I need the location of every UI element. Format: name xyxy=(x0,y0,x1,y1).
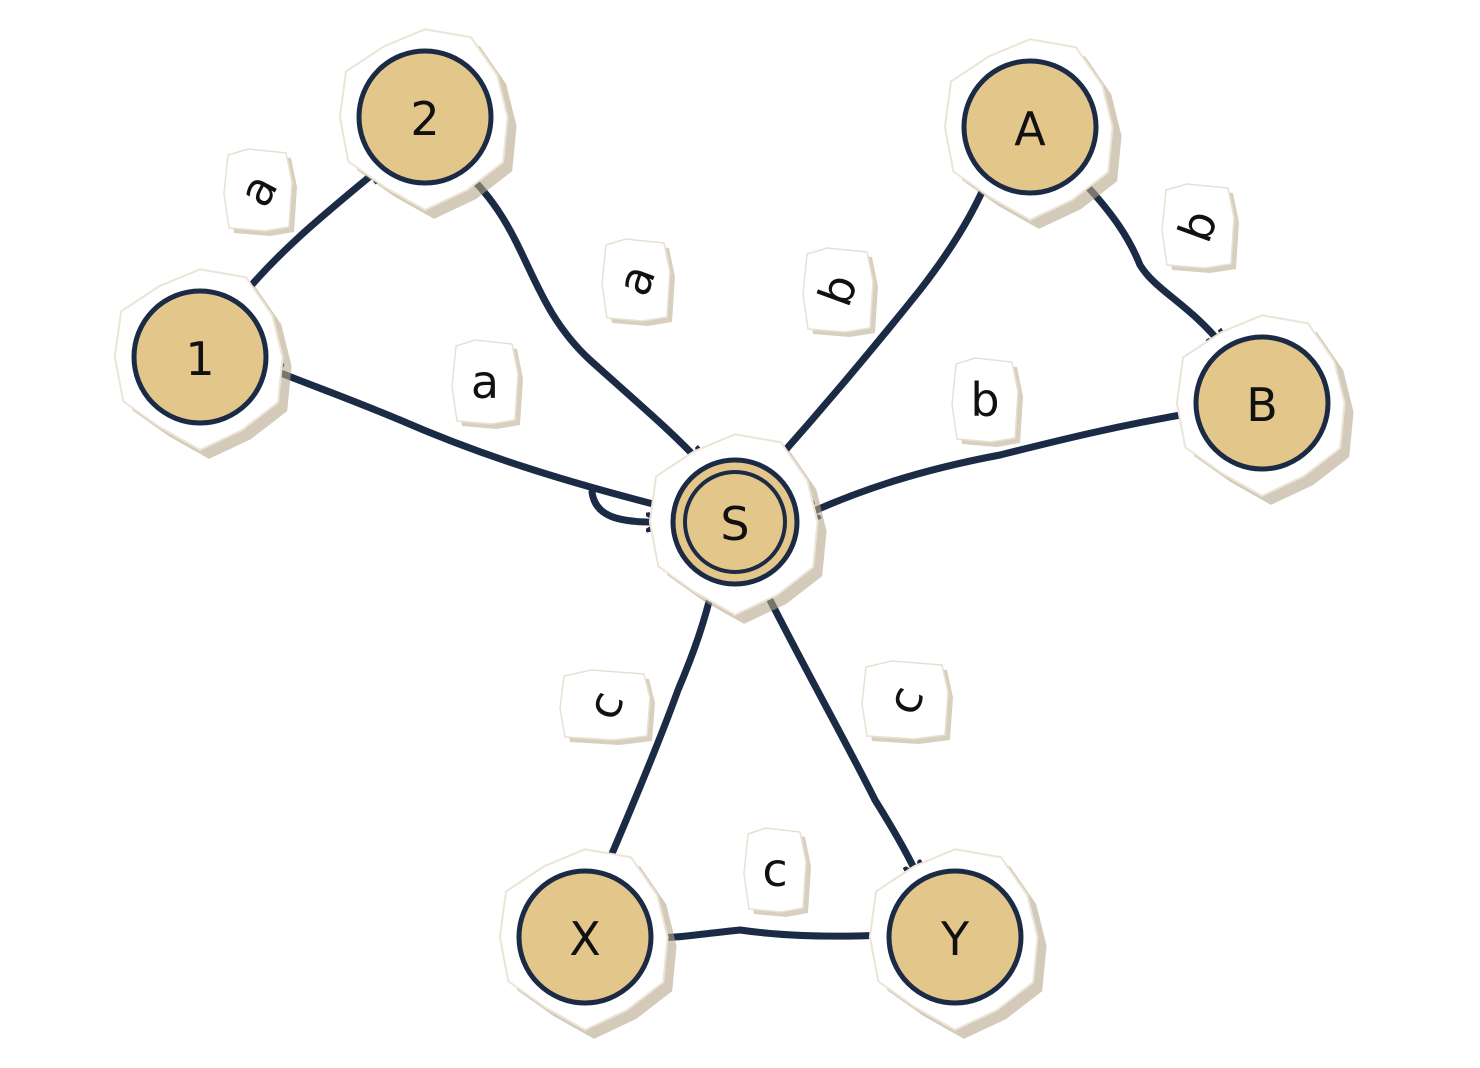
edge-S-to-1 xyxy=(268,368,661,509)
state-node-Y: Y xyxy=(868,848,1047,1039)
edge-label-A-B: b xyxy=(1161,183,1239,273)
edge-label-S-1: a xyxy=(451,339,523,429)
initial-state-arrow xyxy=(588,488,660,522)
edge-label-text: c xyxy=(762,843,787,897)
edge-label-S-A: b xyxy=(802,247,878,337)
edge-label-1-2: a xyxy=(223,148,297,236)
node-layer: S 1 2 A B X Y xyxy=(113,28,1354,1039)
edge-Y-to-X xyxy=(652,926,890,938)
edge-S-to-A xyxy=(771,178,988,466)
edge-layer xyxy=(239,166,1222,938)
label-paper xyxy=(802,247,874,333)
edge-label-S-Y: c xyxy=(861,660,953,744)
label-paper xyxy=(861,660,949,740)
edge-label-Y-X: c xyxy=(743,827,811,917)
state-node-2: 2 xyxy=(338,28,517,219)
state-circle xyxy=(670,457,800,587)
edge-label-text: a xyxy=(471,355,499,409)
state-label: B xyxy=(1246,378,1278,432)
accepting-inner-ring xyxy=(683,470,787,574)
state-label: Y xyxy=(940,912,970,966)
state-node-B: B xyxy=(1175,314,1354,505)
state-node-1: 1 xyxy=(113,268,292,459)
state-circle xyxy=(356,48,494,186)
label-paper xyxy=(559,669,651,741)
state-label: 1 xyxy=(185,332,214,386)
edge-label-text: b xyxy=(970,373,999,427)
edge-1-to-2 xyxy=(239,168,380,299)
edge-S-to-Y xyxy=(761,586,918,876)
edge-label-B-S: b xyxy=(951,357,1023,447)
state-label: X xyxy=(569,912,601,966)
edge-label-X-S: c xyxy=(559,669,655,745)
state-circle xyxy=(131,288,269,426)
edge-X-to-S xyxy=(601,582,714,874)
edge-2-to-S xyxy=(459,166,700,462)
state-circle xyxy=(961,58,1099,196)
state-circle xyxy=(886,868,1024,1006)
state-node-A: A xyxy=(943,38,1122,229)
state-node-S: S xyxy=(648,433,827,624)
label-paper xyxy=(1161,183,1235,269)
edge-label-2-S: a xyxy=(601,238,675,326)
edge-A-to-B xyxy=(1071,169,1222,345)
label-paper xyxy=(743,827,807,913)
label-paper xyxy=(223,148,293,232)
edge-label-layer: a a a b b b c c c xyxy=(223,148,1239,917)
label-paper xyxy=(951,357,1019,443)
label-paper xyxy=(451,339,519,425)
state-label: 2 xyxy=(410,92,439,146)
state-node-X: X xyxy=(498,848,677,1039)
state-label: S xyxy=(720,497,749,551)
state-label: A xyxy=(1014,102,1046,156)
state-circle xyxy=(1193,334,1331,472)
state-circle xyxy=(516,868,654,1006)
label-paper xyxy=(601,238,671,322)
edge-B-to-S xyxy=(805,408,1202,515)
